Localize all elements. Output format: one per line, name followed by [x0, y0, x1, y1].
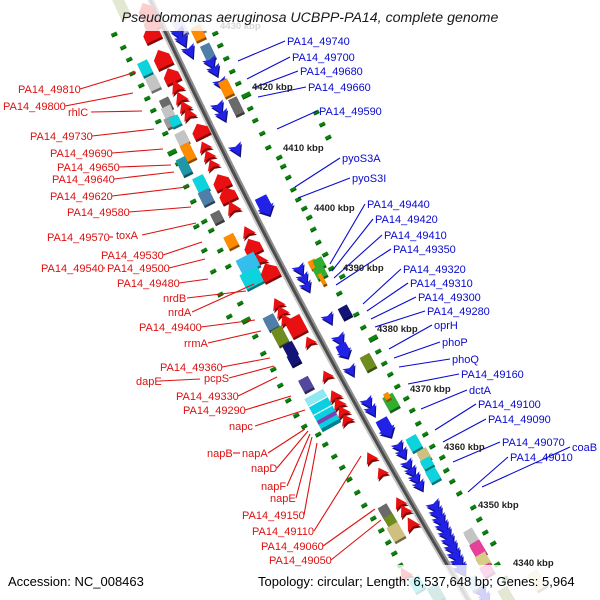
svg-text:dapE: dapE	[136, 376, 162, 388]
svg-text:PA14_49280: PA14_49280	[427, 306, 490, 318]
svg-text:4340 kbp: 4340 kbp	[513, 558, 554, 569]
svg-text:PA14_49320: PA14_49320	[403, 264, 466, 276]
svg-text:4350 kbp: 4350 kbp	[478, 500, 519, 511]
svg-text:napA: napA	[242, 448, 268, 460]
svg-text:PA14_49440: PA14_49440	[367, 199, 430, 211]
svg-text:PA14_49730: PA14_49730	[30, 131, 93, 143]
svg-text:PA14_49480: PA14_49480	[117, 278, 180, 290]
svg-text:PA14_49410: PA14_49410	[384, 230, 447, 242]
svg-text:PA14_49650: PA14_49650	[57, 162, 120, 174]
svg-text:4420 kbp: 4420 kbp	[252, 82, 293, 93]
svg-text:PA14_49050: PA14_49050	[269, 555, 332, 567]
svg-text:PA14_49400: PA14_49400	[139, 322, 202, 334]
svg-text:PA14_49590: PA14_49590	[319, 106, 382, 118]
svg-text:napB: napB	[207, 448, 233, 460]
svg-text:PA14_49290: PA14_49290	[183, 405, 246, 417]
svg-text:PA14_49090: PA14_49090	[488, 414, 551, 426]
svg-text:dctA: dctA	[469, 385, 492, 397]
svg-text:PA14_49810: PA14_49810	[18, 84, 81, 96]
svg-text:Topology: circular; Length: 6,: Topology: circular; Length: 6,537,648 bp…	[258, 574, 575, 589]
svg-text:4380 kbp: 4380 kbp	[377, 324, 418, 335]
svg-text:nrdB: nrdB	[163, 293, 186, 305]
svg-text:PA14_49540: PA14_49540	[41, 263, 104, 275]
svg-text:Accession: NC_008463: Accession: NC_008463	[8, 574, 144, 589]
svg-text:pcpS: pcpS	[204, 373, 229, 385]
svg-text:PA14_49060: PA14_49060	[261, 541, 324, 553]
svg-text:PA14_49680: PA14_49680	[300, 66, 363, 78]
svg-text:PA14_49310: PA14_49310	[410, 278, 473, 290]
svg-text:PA14_49640: PA14_49640	[52, 174, 115, 186]
svg-text:PA14_49330: PA14_49330	[176, 391, 239, 403]
svg-text:napc: napc	[229, 421, 253, 433]
svg-text:PA14_49620: PA14_49620	[50, 191, 113, 203]
svg-text:PA14_49100: PA14_49100	[478, 399, 541, 411]
svg-text:4360 kbp: 4360 kbp	[444, 442, 485, 453]
svg-text:PA14_49160: PA14_49160	[461, 369, 524, 381]
svg-text:4370 kbp: 4370 kbp	[410, 384, 451, 395]
svg-text:phoP: phoP	[442, 337, 468, 349]
svg-text:PA14_49530: PA14_49530	[101, 250, 164, 262]
svg-text:pyoS3A: pyoS3A	[342, 153, 381, 165]
svg-text:coaB: coaB	[572, 442, 597, 454]
svg-text:phoQ: phoQ	[452, 354, 479, 366]
svg-text:rhlC: rhlC	[68, 107, 88, 119]
svg-text:napF: napF	[261, 481, 286, 493]
svg-text:4400 kbp: 4400 kbp	[314, 203, 355, 214]
svg-text:PA14_49570: PA14_49570	[47, 232, 110, 244]
svg-text:PA14_49700: PA14_49700	[292, 52, 355, 64]
svg-text:PA14_49360: PA14_49360	[160, 362, 223, 374]
svg-text:PA14_49580: PA14_49580	[67, 207, 130, 219]
svg-text:PA14_49350: PA14_49350	[393, 244, 456, 256]
svg-text:napE: napE	[270, 493, 296, 505]
svg-text:PA14_49800: PA14_49800	[3, 101, 66, 113]
svg-text:4390 kbp: 4390 kbp	[343, 263, 384, 274]
svg-text:PA14_49690: PA14_49690	[50, 148, 113, 160]
svg-text:pyoS3I: pyoS3I	[352, 173, 386, 185]
svg-text:PA14_49150: PA14_49150	[242, 510, 305, 522]
svg-text:PA14_49660: PA14_49660	[308, 82, 371, 94]
svg-text:PA14_49740: PA14_49740	[287, 36, 350, 48]
svg-text:Pseudomonas aeruginosa UCBPP-P: Pseudomonas aeruginosa UCBPP-PA14, compl…	[122, 10, 499, 26]
svg-text:4410 kbp: 4410 kbp	[283, 143, 324, 154]
svg-text:rrmA: rrmA	[184, 338, 208, 350]
svg-text:napD: napD	[251, 463, 277, 475]
svg-text:PA14_49010: PA14_49010	[510, 452, 573, 464]
svg-text:PA14_49420: PA14_49420	[375, 214, 438, 226]
svg-text:PA14_49500: PA14_49500	[107, 263, 170, 275]
svg-text:PA14_49110: PA14_49110	[252, 526, 314, 538]
svg-text:PA14_49300: PA14_49300	[418, 292, 481, 304]
svg-text:toxA: toxA	[116, 230, 139, 242]
svg-text:oprH: oprH	[434, 320, 458, 332]
svg-text:PA14_49070: PA14_49070	[502, 437, 565, 449]
svg-text:nrdA: nrdA	[168, 307, 192, 319]
